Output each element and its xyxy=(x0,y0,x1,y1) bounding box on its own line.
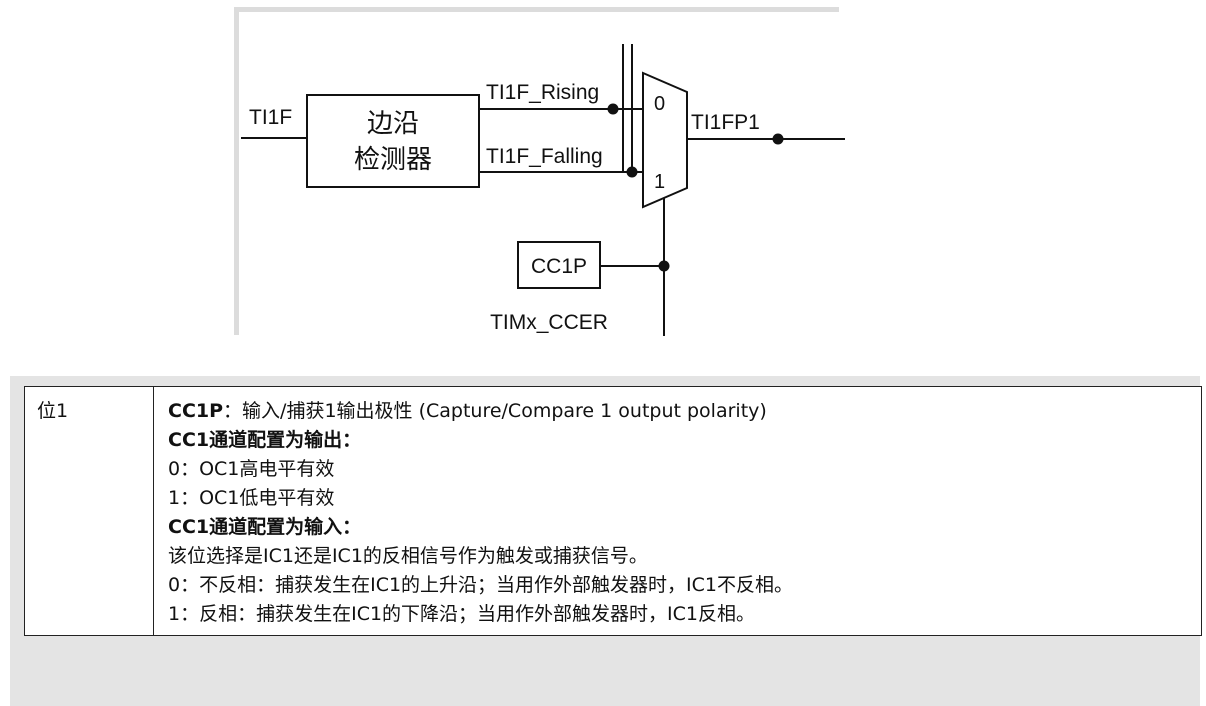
bit-position-label: 位1 xyxy=(37,400,69,422)
field-name: CC1P xyxy=(168,400,224,422)
ti1fp1-label: TI1FP1 xyxy=(691,111,760,134)
input-mode-description: 该位选择是IC1还是IC1的反相信号作为触发或捕获信号。 xyxy=(168,545,648,567)
cc1p-label: CC1P xyxy=(531,255,587,278)
diagram-frame-top xyxy=(234,7,839,12)
falling-junction-dot xyxy=(626,166,638,178)
input-option-1: 1：反相：捕获发生在IC1的下降沿；当用作外部触发器时，IC1反相。 xyxy=(168,603,756,625)
input-mode-heading: CC1通道配置为输入： xyxy=(168,516,362,538)
bit-description-cell: CC1P：输入/捕获1输出极性 (Capture/Compare 1 outpu… xyxy=(153,386,1202,636)
output-option-1: 1：OC1低电平有效 xyxy=(168,487,335,509)
bit-position-cell: 位1 xyxy=(24,386,154,636)
register-bit-table: 位1 CC1P：输入/捕获1输出极性 (Capture/Compare 1 ou… xyxy=(24,386,1202,636)
output-mode-heading: CC1通道配置为输出： xyxy=(168,429,362,451)
mux-input-0-label: 0 xyxy=(654,93,665,115)
edge-detector-label-line1: 边沿 xyxy=(367,109,419,139)
multiplexer xyxy=(642,71,688,209)
table-row: 位1 CC1P：输入/捕获1输出极性 (Capture/Compare 1 ou… xyxy=(24,386,1202,636)
register-name-label: TIMx_CCER xyxy=(490,311,608,334)
mux-input-1-label: 1 xyxy=(654,171,665,193)
field-title: ：输入/捕获1输出极性 (Capture/Compare 1 output po… xyxy=(223,400,767,422)
edge-detector-block xyxy=(306,94,480,188)
edge-detector-label-line2: 检测器 xyxy=(354,145,432,175)
falling-signal-label: TI1F_Falling xyxy=(486,145,603,168)
ti1f-label: TI1F xyxy=(249,106,292,129)
rising-signal-label: TI1F_Rising xyxy=(486,81,599,104)
rising-junction-dot xyxy=(607,103,619,115)
diagram-frame-left xyxy=(234,7,239,335)
polarity-selection-diagram: TI1F 边沿 检测器 TI1F_Rising TI1F_Falling 0 1… xyxy=(241,44,845,336)
output-option-0: 0：OC1高电平有效 xyxy=(168,458,335,480)
field-title-line: CC1P：输入/捕获1输出极性 (Capture/Compare 1 outpu… xyxy=(168,397,1187,426)
output-junction-dot xyxy=(772,133,784,145)
cc1p-bit-box xyxy=(517,241,601,289)
input-option-0: 0：不反相：捕获发生在IC1的上升沿；当用作外部触发器时，IC1不反相。 xyxy=(168,574,794,596)
